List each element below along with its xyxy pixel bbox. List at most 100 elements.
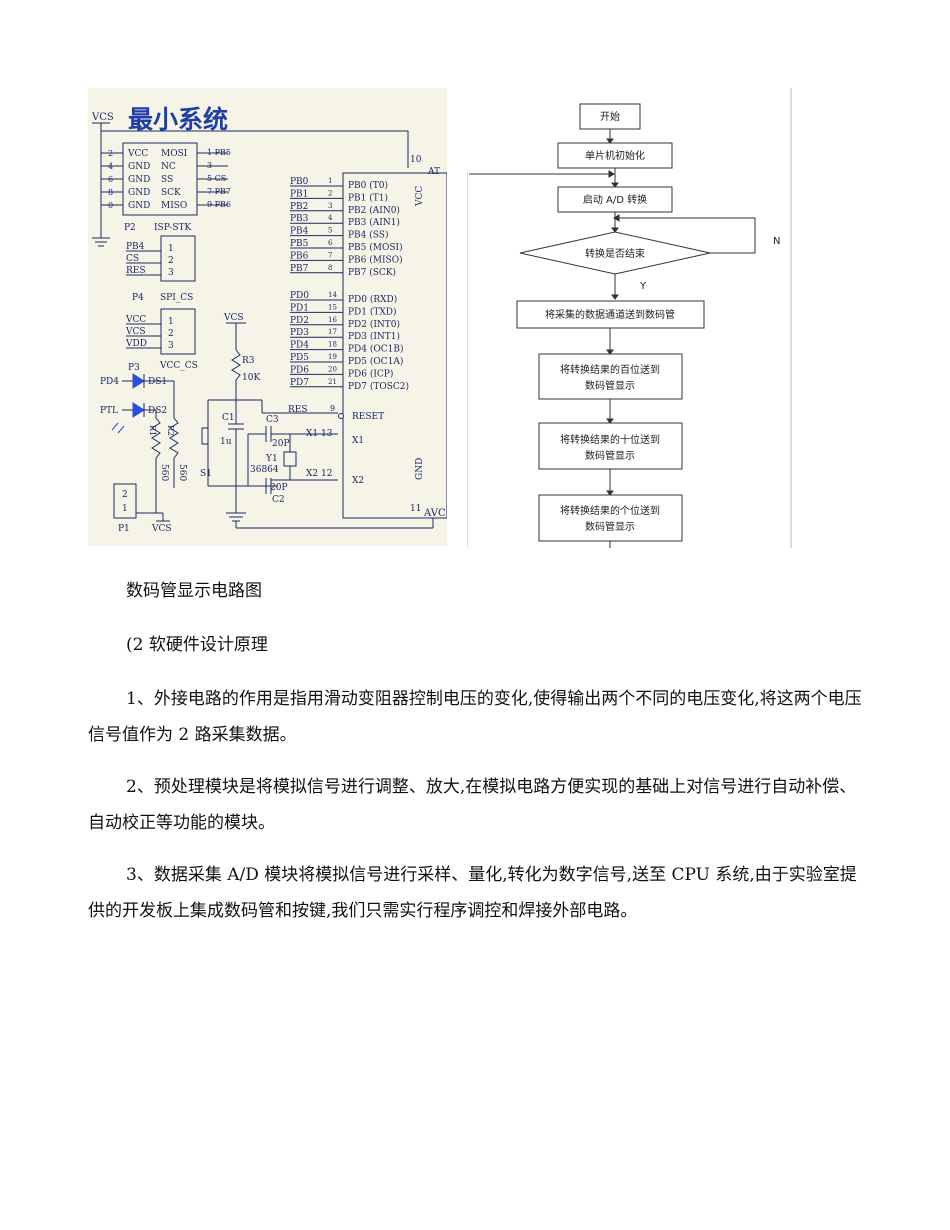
mcu-vcc: VCC xyxy=(415,186,425,207)
y1-label: Y1 xyxy=(265,454,278,464)
isp-signal-right: MISO xyxy=(161,201,187,211)
r1-label: R1 xyxy=(148,425,157,436)
vcc-cs-pin: 1 xyxy=(168,317,174,327)
portd-pin: PD0 (RXD) xyxy=(348,294,397,305)
portb-num: 2 xyxy=(328,189,332,197)
fc-ones-line1: 将转换结果的个位送到 xyxy=(560,504,660,517)
fc-start: 开始 xyxy=(600,110,620,123)
isp-pin-right: 1 PB5 xyxy=(207,148,231,157)
ds2-label: DS2 xyxy=(148,406,167,416)
p1-ref: P1 xyxy=(118,524,130,534)
portd-num: 16 xyxy=(328,316,337,324)
reset-net: RES xyxy=(288,405,308,415)
c1-value: 1u xyxy=(220,437,232,447)
fc-tens-line2: 数码管显示 xyxy=(585,449,635,462)
portd-net: PD6 xyxy=(290,365,309,375)
section-heading: (2 软硬件设计原理 xyxy=(126,635,268,655)
ptl-label: PTL xyxy=(100,406,118,416)
figure-caption: 数码管显示电路图 xyxy=(126,581,262,601)
portb-pin: PB5 (MOSI) xyxy=(348,242,403,253)
paragraph-1: 1、外接电路的作用是指用滑动变阻器控制电压的变化,使得输出两个不同的电压变化,将… xyxy=(88,689,862,745)
portb-pin: PB7 (SCK) xyxy=(348,267,396,278)
fc-hundreds-line2: 数码管显示 xyxy=(585,379,635,392)
mcu-avc: AVC xyxy=(423,508,446,519)
isp-pin-right: 3 xyxy=(207,161,212,170)
portb-num: 6 xyxy=(328,239,333,247)
c2-label: C2 xyxy=(272,495,285,505)
isp-ref: P2 xyxy=(124,223,136,233)
portd-num: 18 xyxy=(328,341,337,349)
paragraph-3: 3、数据采集 A/D 模块将模拟信号进行采样、量化,转化为数字信号,送至 CPU… xyxy=(88,865,857,921)
ds1-label: DS1 xyxy=(148,377,167,387)
portd-net: PD4 xyxy=(290,341,309,351)
isp-signal-right: MOSI xyxy=(161,149,188,159)
fc-ones-line2: 数码管显示 xyxy=(585,520,635,533)
fc-ones-box xyxy=(538,494,683,542)
portd-num: 20 xyxy=(328,365,337,373)
mcu-at: AT xyxy=(427,167,440,177)
c3-value: 20P xyxy=(272,439,290,449)
spi-net: RES xyxy=(126,266,146,276)
portb-net: PB5 xyxy=(290,239,309,249)
portb-num: 3 xyxy=(328,202,332,210)
fc-start-ad-box xyxy=(557,186,673,213)
spi-net: PB4 xyxy=(126,242,145,252)
vcc-cs-net: VCC xyxy=(125,315,146,325)
portd-pin: PD1 (TXD) xyxy=(348,306,397,317)
pin11-label: 11 xyxy=(410,504,421,514)
vcc-cs-net: VDD xyxy=(125,339,147,349)
x2-pin: X2 xyxy=(352,476,364,486)
r-a-value: 560 xyxy=(159,464,169,481)
portb-net: PB0 xyxy=(290,177,309,187)
led-ds2 xyxy=(132,402,145,418)
portb-net: PB3 xyxy=(290,214,309,224)
r3-value: 10K xyxy=(242,373,260,383)
isp-signal-right: SS xyxy=(161,175,173,185)
isp-name: ISP-STK xyxy=(154,223,191,233)
portd-pin: PD5 (OC1A) xyxy=(348,356,403,367)
portb-net: PB7 xyxy=(290,264,309,274)
isp-pin-right: 5 CS xyxy=(207,174,226,183)
portb-net: PB4 xyxy=(290,227,309,237)
isp-signal-right: SCK xyxy=(161,188,181,198)
reset-pin: RESET xyxy=(352,412,384,422)
vcc-cs-name: VCC_CS xyxy=(159,361,198,371)
isp-pin-right: 7 PB7 xyxy=(207,187,231,196)
c3-label: C3 xyxy=(266,415,279,425)
portb-num: 4 xyxy=(328,214,333,222)
fc-decision: 转换是否结束 xyxy=(585,247,645,260)
portb-net: PB2 xyxy=(290,202,308,212)
vcc-cs-pin: 2 xyxy=(168,329,174,339)
p1-pin-1: 1 xyxy=(122,504,128,514)
spi-ref: P4 xyxy=(132,293,144,303)
portd-num: 15 xyxy=(328,303,337,311)
isp-signal-left: GND xyxy=(128,175,150,185)
fc-tens-line1: 将转换结果的十位送到 xyxy=(560,433,660,446)
x1-pin: X1 xyxy=(352,436,364,446)
portd-net: PD7 xyxy=(290,378,309,388)
flowchart-diagram: 开始 单片机初始化 启动 A/D 转换 转换是否结束 N Y 将采集的数据通道送… xyxy=(466,88,792,548)
portb-num: 7 xyxy=(328,251,332,259)
portd-pin: PD4 (OC1B) xyxy=(348,344,404,355)
p1-vcs: VCS xyxy=(151,524,172,534)
portb-num: 5 xyxy=(328,227,332,235)
c2-value: 20P xyxy=(270,483,288,493)
portd-net: PD3 xyxy=(290,328,309,338)
fc-init-box xyxy=(557,142,673,169)
spi-net: CS xyxy=(126,254,139,264)
portd-net: PD1 xyxy=(290,303,309,313)
isp-signal-left: VCC xyxy=(127,149,148,159)
led-ds1 xyxy=(132,373,145,389)
isp-signal-left: GND xyxy=(128,188,150,198)
reset-num: 9 xyxy=(330,404,335,413)
r2-label: R2 xyxy=(166,425,175,436)
portd-net: PD5 xyxy=(290,353,309,363)
mcu-gnd: GND xyxy=(415,458,425,480)
portd-num: 14 xyxy=(328,291,337,299)
fc-tens-box xyxy=(538,422,683,470)
